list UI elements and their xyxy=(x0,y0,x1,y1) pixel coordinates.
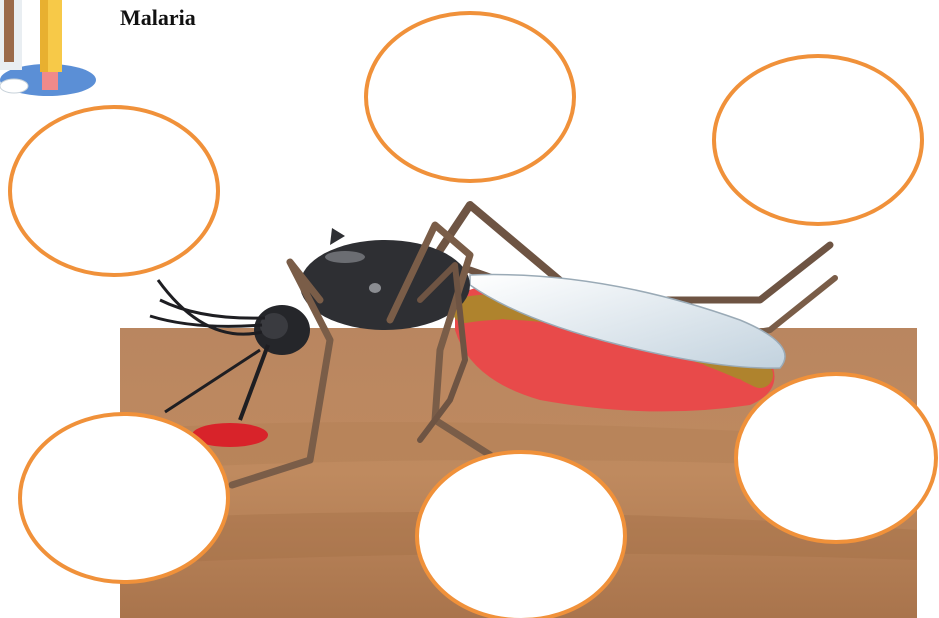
doctor-illustration xyxy=(0,0,96,96)
label-oval-top-right[interactable] xyxy=(714,56,922,224)
page-title: Malaria xyxy=(120,5,196,31)
label-oval-bottom-left[interactable] xyxy=(20,414,228,582)
label-oval-upper-left[interactable] xyxy=(10,107,218,275)
label-oval-bottom-center[interactable] xyxy=(417,452,625,618)
label-oval-top-center[interactable] xyxy=(366,13,574,181)
label-oval-bottom-right[interactable] xyxy=(736,374,936,542)
